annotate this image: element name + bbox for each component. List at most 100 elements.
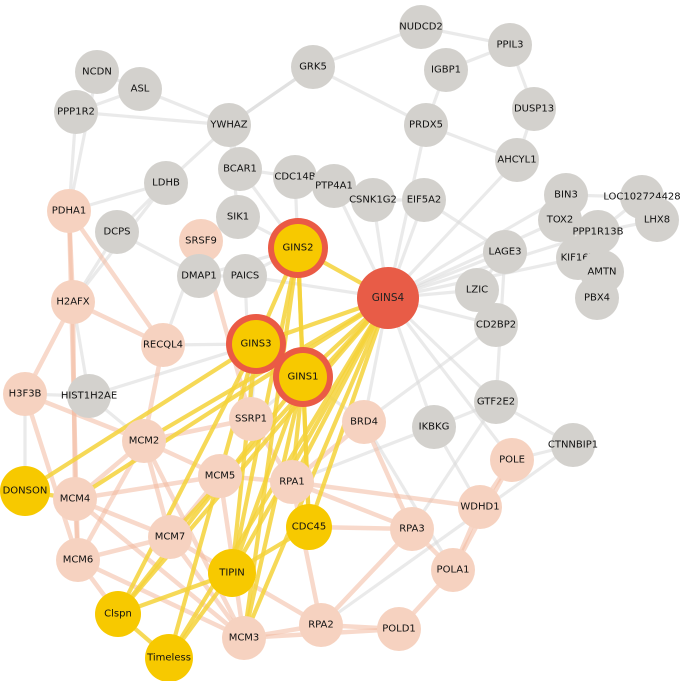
node-label-grk5: GRK5: [299, 62, 327, 73]
node-pbx4[interactable]: PBX4: [575, 276, 619, 320]
node-label-gins2: GINS2: [283, 243, 314, 254]
node-pola1[interactable]: POLA1: [431, 548, 475, 592]
node-lhx8[interactable]: LHX8: [635, 198, 679, 242]
node-dusp13[interactable]: DUSP13: [512, 87, 556, 131]
node-label-prdx5: PRDX5: [409, 120, 443, 131]
node-mcm5[interactable]: MCM5: [198, 454, 242, 498]
node-pole[interactable]: POLE: [490, 438, 534, 482]
node-tox2[interactable]: TOX2: [538, 198, 582, 242]
node-h2afx[interactable]: H2AFX: [51, 280, 95, 324]
node-igbp1[interactable]: IGBP1: [424, 48, 468, 92]
node-asl[interactable]: ASL: [118, 67, 162, 111]
edge-gins4-mcm3: [241, 295, 391, 641]
node-pold1[interactable]: POLD1: [377, 607, 421, 651]
edge-layer: [22, 25, 659, 661]
node-circle-tox2: [538, 198, 582, 242]
node-circle-mcm4: [53, 477, 97, 521]
node-circle-timeless: [145, 634, 193, 681]
node-prdx5[interactable]: PRDX5: [404, 103, 448, 147]
node-mcm2[interactable]: MCM2: [122, 419, 166, 463]
node-circle-mcm6: [56, 538, 100, 582]
node-wdhd1[interactable]: WDHD1: [458, 485, 502, 529]
node-ssrp1[interactable]: SSRP1: [229, 397, 273, 441]
node-label-donson: DONSON: [3, 486, 48, 497]
node-label-dcps: DCPS: [103, 227, 130, 238]
node-ywhaz[interactable]: YWHAZ: [207, 103, 251, 147]
node-label-ctnnbip1: CTNNBIP1: [548, 440, 598, 451]
node-paics[interactable]: PAICS: [223, 254, 267, 298]
node-rpa3[interactable]: RPA3: [390, 507, 434, 551]
node-mcm3[interactable]: MCM3: [222, 616, 266, 660]
node-cdc14b[interactable]: CDC14B: [273, 155, 317, 199]
node-label-rpa1: RPA1: [279, 477, 305, 488]
node-rpa1[interactable]: RPA1: [270, 460, 314, 504]
node-circle-ahcyl1: [495, 138, 539, 182]
node-gins2[interactable]: GINS2: [268, 218, 328, 278]
node-label-gins4: GINS4: [372, 292, 405, 304]
node-circle-pold1: [377, 607, 421, 651]
node-hist1h2ae[interactable]: HIST1H2AE: [61, 374, 117, 418]
node-circle-gins2: [274, 224, 322, 272]
node-pdha1[interactable]: PDHA1: [47, 189, 91, 233]
node-tipin[interactable]: TIPIN: [208, 549, 256, 597]
edge-gins1-mcm3: [241, 374, 306, 641]
edge-gins1-tipin: [229, 374, 306, 576]
edge-gins4-mcm7: [167, 295, 391, 540]
node-gtf2e2[interactable]: GTF2E2: [474, 380, 518, 424]
node-bcar1[interactable]: BCAR1: [218, 147, 262, 191]
node-dmap1[interactable]: DMAP1: [177, 254, 221, 298]
node-dcps[interactable]: DCPS: [95, 210, 139, 254]
edge-ppp1r2-ywhaz: [74, 110, 231, 127]
node-mcm6[interactable]: MCM6: [56, 538, 100, 582]
node-eif5a2[interactable]: EIF5A2: [402, 178, 446, 222]
node-label-lzic: LZIC: [466, 285, 488, 296]
node-rpa2[interactable]: RPA2: [299, 603, 343, 647]
node-circle-gins1: [279, 353, 327, 401]
edge-ncdn-pdha1: [67, 70, 99, 213]
node-ptp4a1[interactable]: PTP4A1: [312, 164, 356, 208]
node-cd2bp2[interactable]: CD2BP2: [474, 303, 518, 347]
node-ldhb[interactable]: LDHB: [144, 161, 188, 205]
node-ahcyl1[interactable]: AHCYL1: [495, 138, 539, 182]
node-grk5[interactable]: GRK5: [291, 45, 335, 89]
node-lzic[interactable]: LZIC: [455, 268, 499, 312]
node-ppil3[interactable]: PPIL3: [488, 23, 532, 67]
node-circle-ptp4a1: [312, 164, 356, 208]
node-clspn[interactable]: Clspn: [95, 591, 141, 637]
node-lage3[interactable]: LAGE3: [483, 230, 527, 274]
node-timeless[interactable]: Timeless: [145, 634, 193, 681]
node-srsf9[interactable]: SRSF9: [179, 219, 223, 263]
node-h3f3b[interactable]: H3F3B: [3, 372, 47, 416]
node-label-ldhb: LDHB: [152, 178, 180, 189]
node-cdc45[interactable]: CDC45: [286, 504, 332, 550]
node-mcm4[interactable]: MCM4: [53, 477, 97, 521]
node-csnk1g2[interactable]: CSNK1G2: [349, 178, 397, 222]
edge-gins3-tipin: [229, 341, 259, 576]
node-circle-csnk1g2: [351, 178, 395, 222]
node-brd4[interactable]: BRD4: [342, 400, 386, 444]
node-mcm7[interactable]: MCM7: [148, 515, 192, 559]
node-circle-clspn: [95, 591, 141, 637]
node-donson[interactable]: DONSON: [0, 466, 50, 516]
node-label-pbx4: PBX4: [584, 293, 610, 304]
node-ppp1r2[interactable]: PPP1R2: [54, 90, 98, 134]
node-gins4[interactable]: GINS4: [357, 267, 419, 329]
node-label-srsf9: SRSF9: [185, 236, 217, 247]
node-label-lhx8: LHX8: [644, 215, 670, 226]
node-label-tipin: TIPIN: [218, 568, 245, 579]
node-ikbkg[interactable]: IKBKG: [412, 405, 456, 449]
node-circle-gtf2e2: [474, 380, 518, 424]
edge-gins4-pole: [386, 296, 514, 462]
node-label-ppil3: PPIL3: [497, 40, 524, 51]
node-sik1[interactable]: SIK1: [216, 195, 260, 239]
node-ctnnbip1[interactable]: CTNNBIP1: [548, 423, 598, 467]
node-ncdn[interactable]: NCDN: [75, 50, 119, 94]
node-circle-rpa2: [299, 603, 343, 647]
node-label-mcm4: MCM4: [60, 494, 91, 505]
node-nudcd2[interactable]: NUDCD2: [399, 5, 443, 49]
node-recql4[interactable]: RECQL4: [141, 323, 185, 367]
node-label-h2afx: H2AFX: [56, 297, 89, 308]
node-gins3[interactable]: GINS3: [226, 314, 286, 374]
node-gins1[interactable]: GINS1: [273, 347, 333, 407]
node-circle-donson: [0, 466, 50, 516]
